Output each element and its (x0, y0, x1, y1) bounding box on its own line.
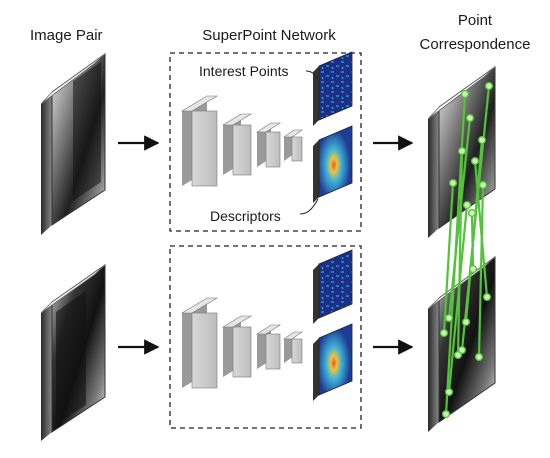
descriptor-map-bottom (313, 323, 353, 401)
correspondence-label-line2: Correspondence (419, 36, 531, 53)
interest-point-map-bottom (313, 249, 353, 324)
interest-point-map-top (313, 51, 353, 126)
interest-points-callout (305, 70, 319, 80)
image-pair-label: Image Pair (30, 27, 103, 44)
match-points (439, 81, 494, 419)
network-box-bottom (169, 245, 362, 429)
network-label: SuperPoint Network (202, 27, 336, 44)
correspondence-label-line1: Point (457, 12, 493, 29)
interest-points-label: Interest Points (199, 63, 289, 79)
input-image-top (40, 53, 106, 235)
network-box-top (169, 52, 362, 232)
descriptors-callout (299, 198, 319, 215)
input-image-bottom (40, 264, 106, 441)
network-layers-bottom (180, 297, 303, 389)
network-layers-top (180, 95, 303, 187)
descriptors-label: Descriptors (210, 208, 281, 224)
descriptor-map-top (313, 125, 353, 203)
